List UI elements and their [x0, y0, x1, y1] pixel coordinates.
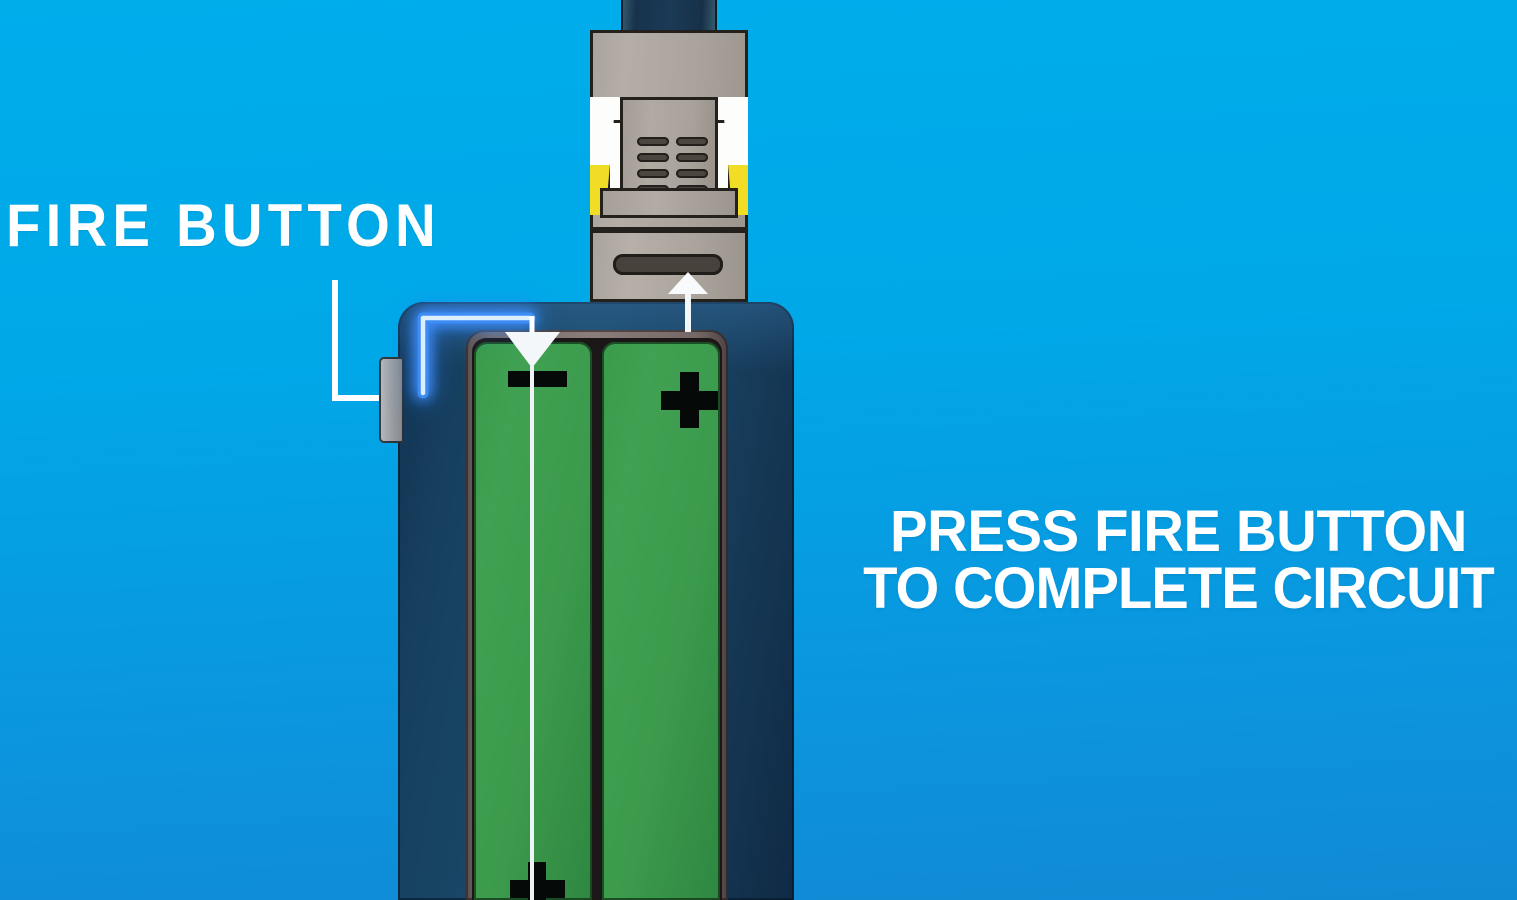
circuit-glow-core — [420, 315, 533, 396]
coil-base-skirt — [600, 188, 738, 218]
fire-button-label: FIRE BUTTON — [6, 192, 441, 259]
battery-bottom-plus-icon — [510, 880, 565, 898]
battery-plus-terminal-icon — [661, 391, 718, 410]
circuit-glow-mid — [417, 312, 536, 399]
coil-vent — [637, 153, 669, 162]
fire-button[interactable] — [379, 357, 404, 443]
tank-airflow-slot — [613, 254, 723, 275]
coil-vent — [637, 137, 669, 146]
battery-minus-terminal-icon — [508, 371, 567, 387]
coil-vent — [676, 169, 708, 178]
coil-vent — [676, 137, 708, 146]
callout-line-1: PRESS FIRE BUTTON — [890, 499, 1467, 564]
instruction-callout: PRESS FIRE BUTTON TO COMPLETE CIRCUIT — [840, 499, 1517, 622]
battery-cell-right — [602, 342, 720, 900]
mouthpiece — [621, 0, 717, 32]
coil-vent — [676, 153, 708, 162]
coil-vent — [637, 169, 669, 178]
circuit-glow-halo — [413, 308, 540, 403]
current-arrow-down — [505, 332, 560, 368]
current-arrow-up — [668, 272, 708, 294]
callout-line-2: TO COMPLETE CIRCUIT — [863, 556, 1495, 622]
